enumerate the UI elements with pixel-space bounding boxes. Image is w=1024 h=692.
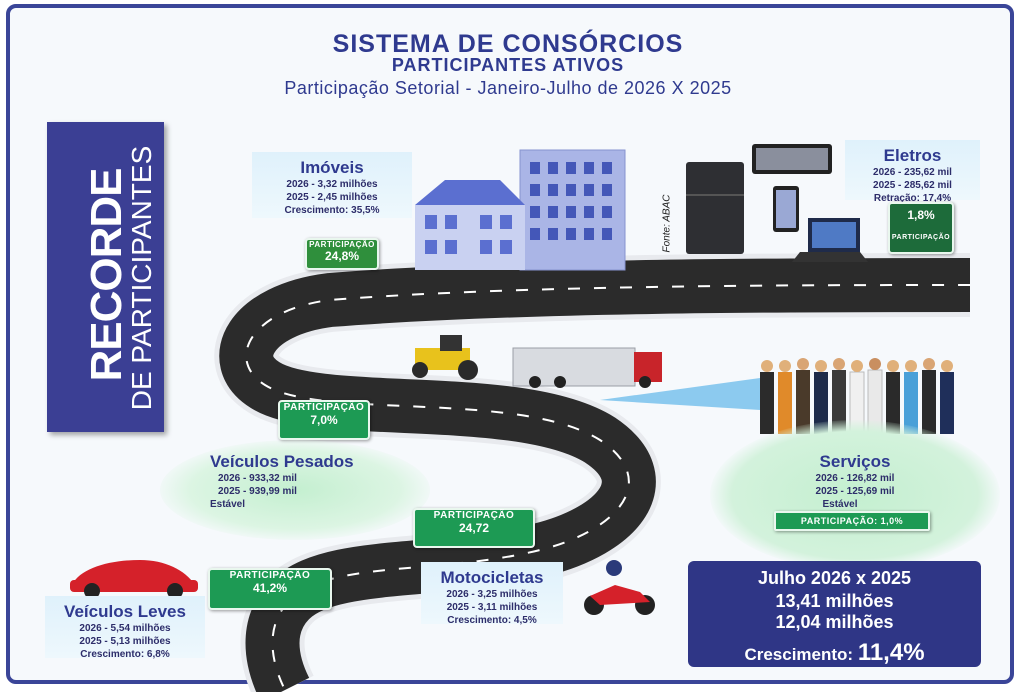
eletros-share-label: PARTICIPAÇÃO	[891, 234, 951, 241]
summary-growth-value: 11,4%	[857, 639, 925, 666]
imoveis-title: Imóveis	[300, 158, 364, 177]
eletros-share-badge: 1,8% PARTICIPAÇÃO	[888, 202, 954, 254]
record-banner: RECORDE DE PARTICIPANTES	[47, 122, 164, 432]
leves-2026: 2026 - 5,54 milhões	[79, 623, 171, 634]
page-title: SISTEMA DE CONSÓRCIOS	[332, 30, 684, 58]
leves-title: Veículos Leves	[64, 602, 186, 621]
leves-share-value: 41,2%	[252, 581, 288, 595]
pesados-share-value: 7,0%	[310, 413, 338, 427]
motos-share-value: 24,72	[458, 521, 490, 535]
imoveis-card: Imóveis 2026 - 3,32 milhões 2025 - 2,45 …	[252, 152, 412, 218]
eletros-card: Eletros 2026 - 235,62 mil 2025 - 285,62 …	[845, 140, 980, 204]
motos-share-label: PARTICIPAÇÃO	[433, 510, 515, 521]
leves-share-badge: PARTICIPAÇÃO 41,2%	[208, 568, 332, 610]
eletros-title: Eletros	[883, 146, 942, 165]
summary-2025-value: 12,04 milhões	[775, 612, 894, 632]
imoveis-share-value: 24,8%	[324, 249, 360, 263]
motos-growth: Crescimento: 4,5%	[447, 615, 537, 626]
summary-2026-value: 13,41 milhões	[775, 591, 894, 611]
motos-2025: 2025 - 3,11 milhões	[446, 602, 538, 613]
servicos-status: Estável	[822, 499, 858, 510]
leves-growth: Crescimento: 6,8%	[80, 649, 170, 660]
servicos-info: Serviços 2026 - 126,82 mil 2025 - 125,69…	[770, 452, 940, 511]
source-label: Fonte: ABAC	[661, 194, 673, 253]
eletros-2026: 2026 - 235,62 mil	[873, 167, 952, 178]
pesados-oval	[160, 440, 430, 540]
summary-box: Julho 2026 x 2025 13,41 milhões 12,04 mi…	[688, 561, 981, 667]
banner-line1: RECORDE	[82, 168, 131, 382]
eletros-2025: 2025 - 285,62 mil	[873, 180, 952, 191]
motos-title: Motocicletas	[440, 568, 544, 587]
motos-card: Motocicletas 2026 - 3,25 milhões 2025 - …	[421, 562, 563, 626]
page-subtitle: PARTICIPANTES ATIVOS	[391, 55, 625, 75]
eletros-retraction: Retração: 17,4%	[873, 193, 952, 204]
eletros-share-value: 1,8%	[907, 208, 935, 222]
pesados-share-badge: PARTICIPAÇÃO 7,0%	[278, 400, 370, 440]
summary-growth: Crescimento: 11,4%	[688, 639, 981, 667]
imoveis-2026: 2026 - 3,32 milhões	[286, 179, 378, 190]
servicos-share: PARTICIPAÇÃO: 1,0%	[800, 516, 904, 526]
pesados-share-label: PARTICIPAÇÃO	[283, 402, 365, 413]
banner-line2: DE PARTICIPANTES	[126, 145, 157, 411]
servicos-2025: 2025 - 125,69 mil	[815, 486, 895, 497]
servicos-title: Serviços	[819, 452, 891, 471]
pesados-title: Veículos Pesados	[210, 452, 354, 471]
imoveis-growth: Crescimento: 35,5%	[284, 205, 380, 216]
summary-title: Julho 2026 x 2025	[757, 568, 912, 588]
pesados-status: Estável	[210, 499, 246, 510]
period-label: Participação Setorial - Janeiro-Julho de…	[284, 78, 732, 98]
pesados-2026: 2026 - 933,32 mil	[218, 473, 297, 484]
imoveis-share-badge: PARTICIPAÇÃO 24,8%	[305, 238, 379, 270]
servicos-share-badge: PARTICIPAÇÃO: 1,0%	[774, 511, 930, 531]
pesados-2025: 2025 - 939,99 mil	[218, 486, 297, 497]
imoveis-2025: 2025 - 2,45 milhões	[286, 192, 378, 203]
motos-2026: 2026 - 3,25 milhões	[446, 589, 538, 600]
motos-share-badge: PARTICIPAÇÃO 24,72	[413, 508, 535, 548]
summary-growth-label: Crescimento:	[744, 645, 854, 664]
imoveis-share-label: PARTICIPAÇÃO	[309, 240, 375, 249]
leves-card: Veículos Leves 2026 - 5,54 milhões 2025 …	[45, 596, 205, 660]
servicos-2026: 2026 - 126,82 mil	[815, 473, 895, 484]
leves-share-label: PARTICIPAÇÃO	[229, 570, 311, 581]
pesados-info: Veículos Pesados 2026 - 933,32 mil 2025 …	[210, 452, 400, 511]
leves-2025: 2025 - 5,13 milhões	[79, 636, 171, 647]
servicos-oval	[710, 420, 1000, 570]
